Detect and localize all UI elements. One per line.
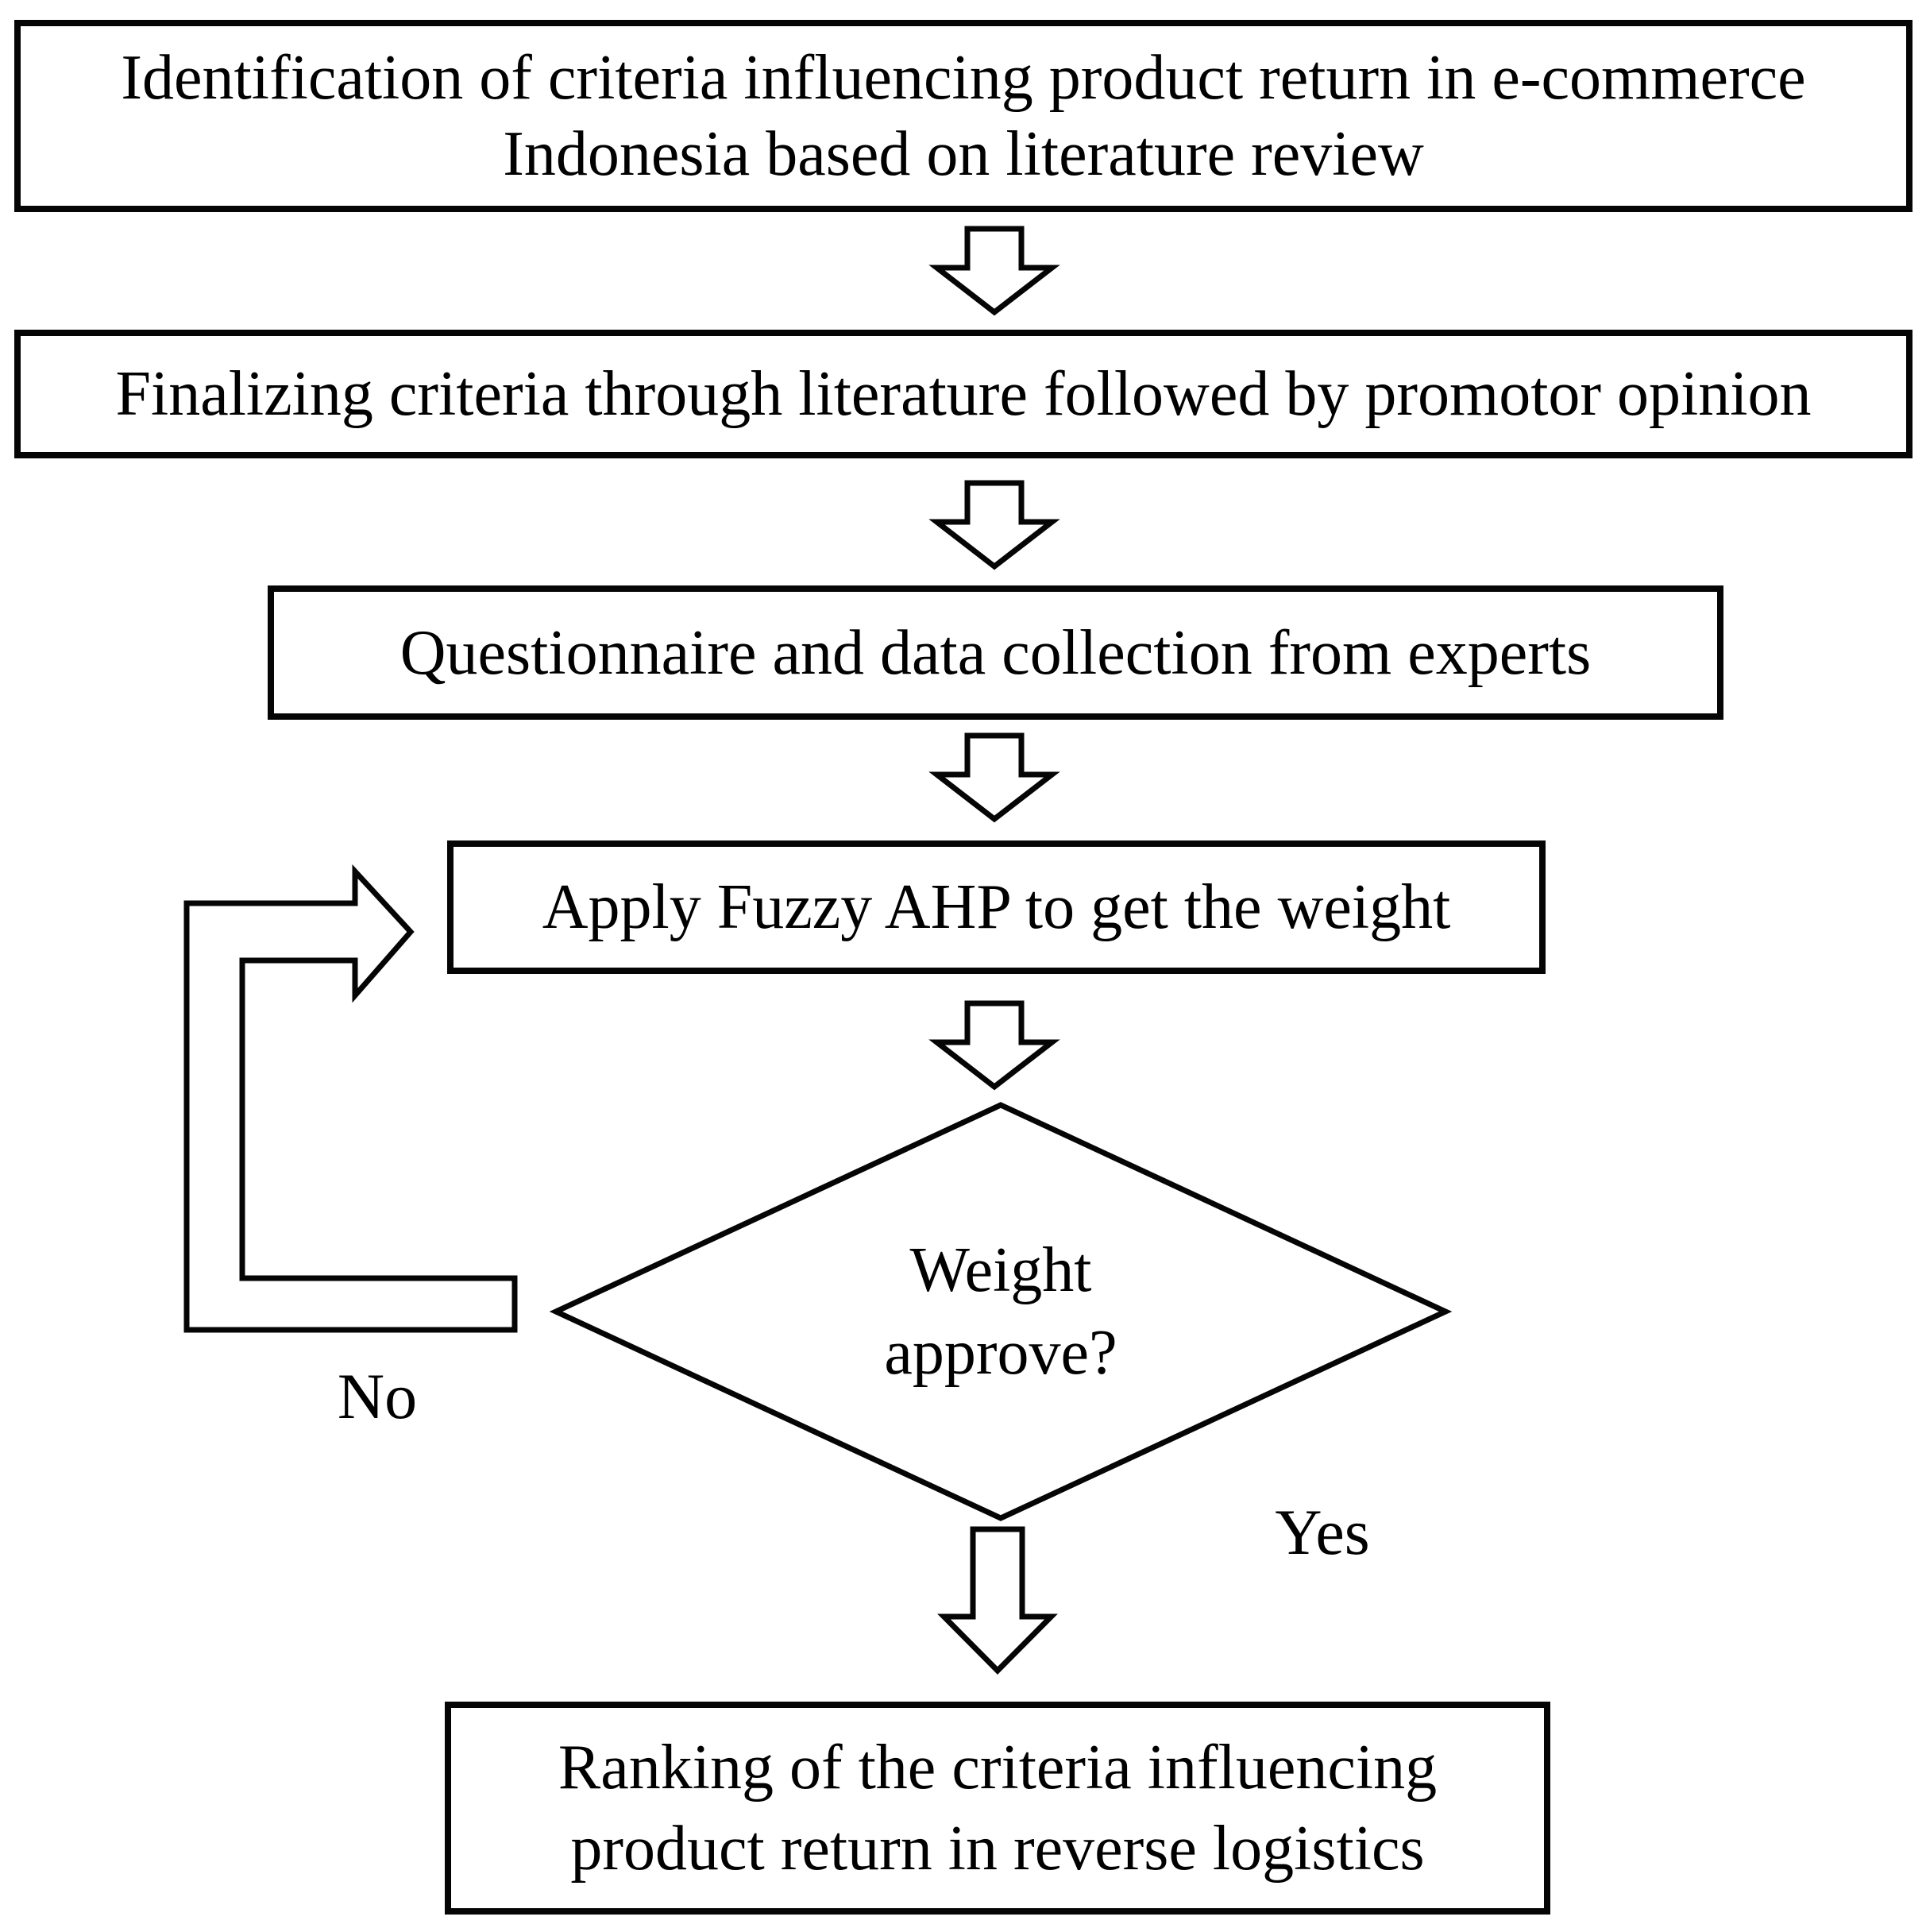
down-arrow-yes [937, 1526, 1058, 1675]
down-arrow-3 [928, 732, 1060, 823]
process-box-questionnaire [268, 585, 1723, 720]
branch-label-no: No [337, 1360, 418, 1432]
process-box-identification [14, 20, 1912, 212]
label-weight-approve-line1: Weight [909, 1235, 1092, 1305]
label-identification-line1: Identification of criteria influencing p… [121, 43, 1806, 113]
label-ranking-line2: product return in reverse logistics [570, 1814, 1425, 1884]
label-questionnaire-line1: Questionnaire and data collection from e… [399, 617, 1592, 688]
decision-diamond [549, 1102, 1453, 1521]
label-weight-approve-line2: approve? [884, 1318, 1117, 1388]
loop-arrow-no [183, 864, 518, 1333]
label-questionnaire: Questionnaire and data collection from e… [268, 585, 1723, 720]
branch-label-yes: Yes [1275, 1496, 1370, 1568]
down-arrow-1 [928, 226, 1060, 316]
label-fuzzy-ahp: Apply Fuzzy AHP to get the weight [447, 840, 1546, 974]
process-box-ranking [445, 1702, 1550, 1915]
label-finalizing: Finalizing criteria through literature f… [14, 330, 1912, 458]
label-ranking-line1: Ranking of the criteria influencing [558, 1733, 1438, 1803]
down-arrow-4 [928, 1000, 1060, 1091]
label-finalizing-line1: Finalizing criteria through literature f… [115, 359, 1812, 429]
label-ranking: Ranking of the criteria influencing prod… [445, 1702, 1550, 1915]
label-fuzzy-ahp-line1: Apply Fuzzy AHP to get the weight [542, 872, 1451, 942]
label-identification: Identification of criteria influencing p… [14, 20, 1912, 212]
label-identification-line2: Indonesia based on literature review [503, 119, 1424, 189]
process-box-finalizing [14, 330, 1912, 458]
label-weight-approve: Weight approve? [556, 1105, 1445, 1518]
down-arrow-2 [928, 480, 1060, 570]
process-box-fuzzy-ahp [447, 840, 1546, 974]
